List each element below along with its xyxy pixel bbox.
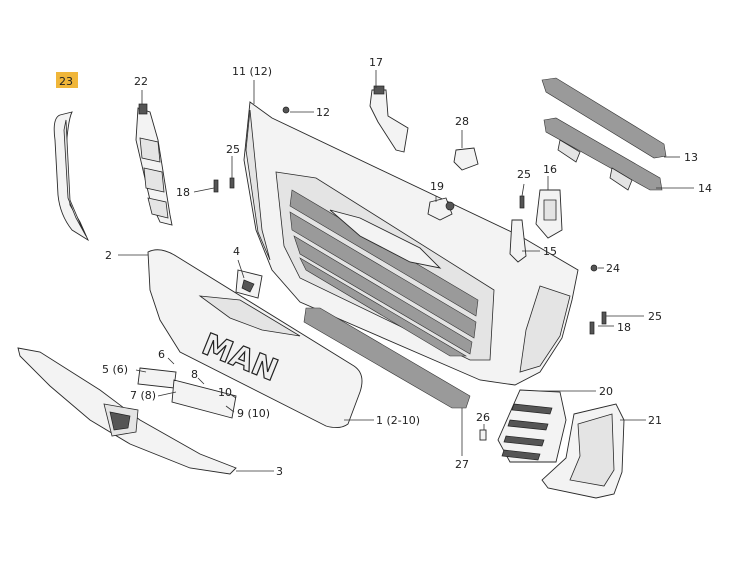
callout-26: 26 <box>476 411 490 424</box>
part-21-corner-cover[interactable] <box>541 403 625 499</box>
part-25-fastener-b <box>519 195 525 209</box>
part-27-lower-mesh[interactable] <box>303 307 471 409</box>
part-24-fastener <box>590 264 598 272</box>
callout-19: 19 <box>430 180 444 193</box>
callout-11: 11 (12) <box>232 65 272 78</box>
callout-25-a: 25 <box>226 143 240 156</box>
callout-18-a: 18 <box>176 186 190 199</box>
part-2-grille-panel[interactable]: MAN <box>147 249 363 429</box>
part-22-bracket[interactable] <box>135 103 173 226</box>
part-17-hinge[interactable] <box>369 85 409 153</box>
callout-9: 9 (10) <box>237 407 270 420</box>
callout-25-b: 25 <box>517 168 531 181</box>
callout-5: 5 (6) <box>102 363 128 376</box>
part-18-fastener-b <box>589 321 595 335</box>
part-14-lower-mesh[interactable] <box>543 117 663 191</box>
part-16-bracket[interactable] <box>535 189 563 239</box>
parts-5-10-letters[interactable] <box>137 367 237 419</box>
part-20-lower-bracket[interactable] <box>497 389 567 463</box>
callout-28: 28 <box>455 115 469 128</box>
callout-13: 13 <box>684 151 698 164</box>
part-3-lower-trim-bar[interactable] <box>17 347 237 475</box>
callout-22: 22 <box>134 75 148 88</box>
callout-16: 16 <box>543 163 557 176</box>
callout-8: 8 <box>191 368 198 381</box>
callout-18-b: 18 <box>617 321 631 334</box>
callout-17: 17 <box>369 56 383 69</box>
callout-27: 27 <box>455 458 469 471</box>
callout-2: 2 <box>105 249 112 262</box>
part-4-emblem[interactable] <box>235 269 263 299</box>
part-26-clip[interactable] <box>479 429 487 441</box>
part-23-side-trim[interactable] <box>53 111 90 242</box>
part-11-front-panel[interactable] <box>243 101 579 386</box>
callout-23: 23 <box>59 75 73 88</box>
leader-lines <box>118 70 694 472</box>
part-13-upper-mesh[interactable] <box>541 77 667 159</box>
callout-12: 12 <box>316 106 330 119</box>
part-18-fastener-a <box>213 179 219 193</box>
part-19-sensor[interactable] <box>427 197 455 221</box>
part-28-box[interactable] <box>453 147 479 171</box>
part-12-fastener <box>282 106 290 114</box>
callout-7: 7 (8) <box>130 389 156 402</box>
callout-24: 24 <box>606 262 620 275</box>
callout-10: 10 <box>218 386 232 399</box>
part-15-clip[interactable] <box>509 219 527 263</box>
callout-4: 4 <box>233 245 240 258</box>
callout-1: 1 (2-10) <box>376 414 420 427</box>
callout-15: 15 <box>543 245 557 258</box>
callout-23-highlight <box>56 72 78 88</box>
part-25-fastener-a <box>229 177 235 189</box>
callout-6: 6 <box>158 348 165 361</box>
callout-25-c: 25 <box>648 310 662 323</box>
part-25-fastener-c <box>601 311 607 325</box>
callout-21: 21 <box>648 414 662 427</box>
callout-14: 14 <box>698 182 712 195</box>
callout-3: 3 <box>276 465 283 478</box>
callout-labels: 23 22 11 (12) 12 17 28 13 14 25 18 25 16… <box>56 56 712 478</box>
callout-20: 20 <box>599 385 613 398</box>
